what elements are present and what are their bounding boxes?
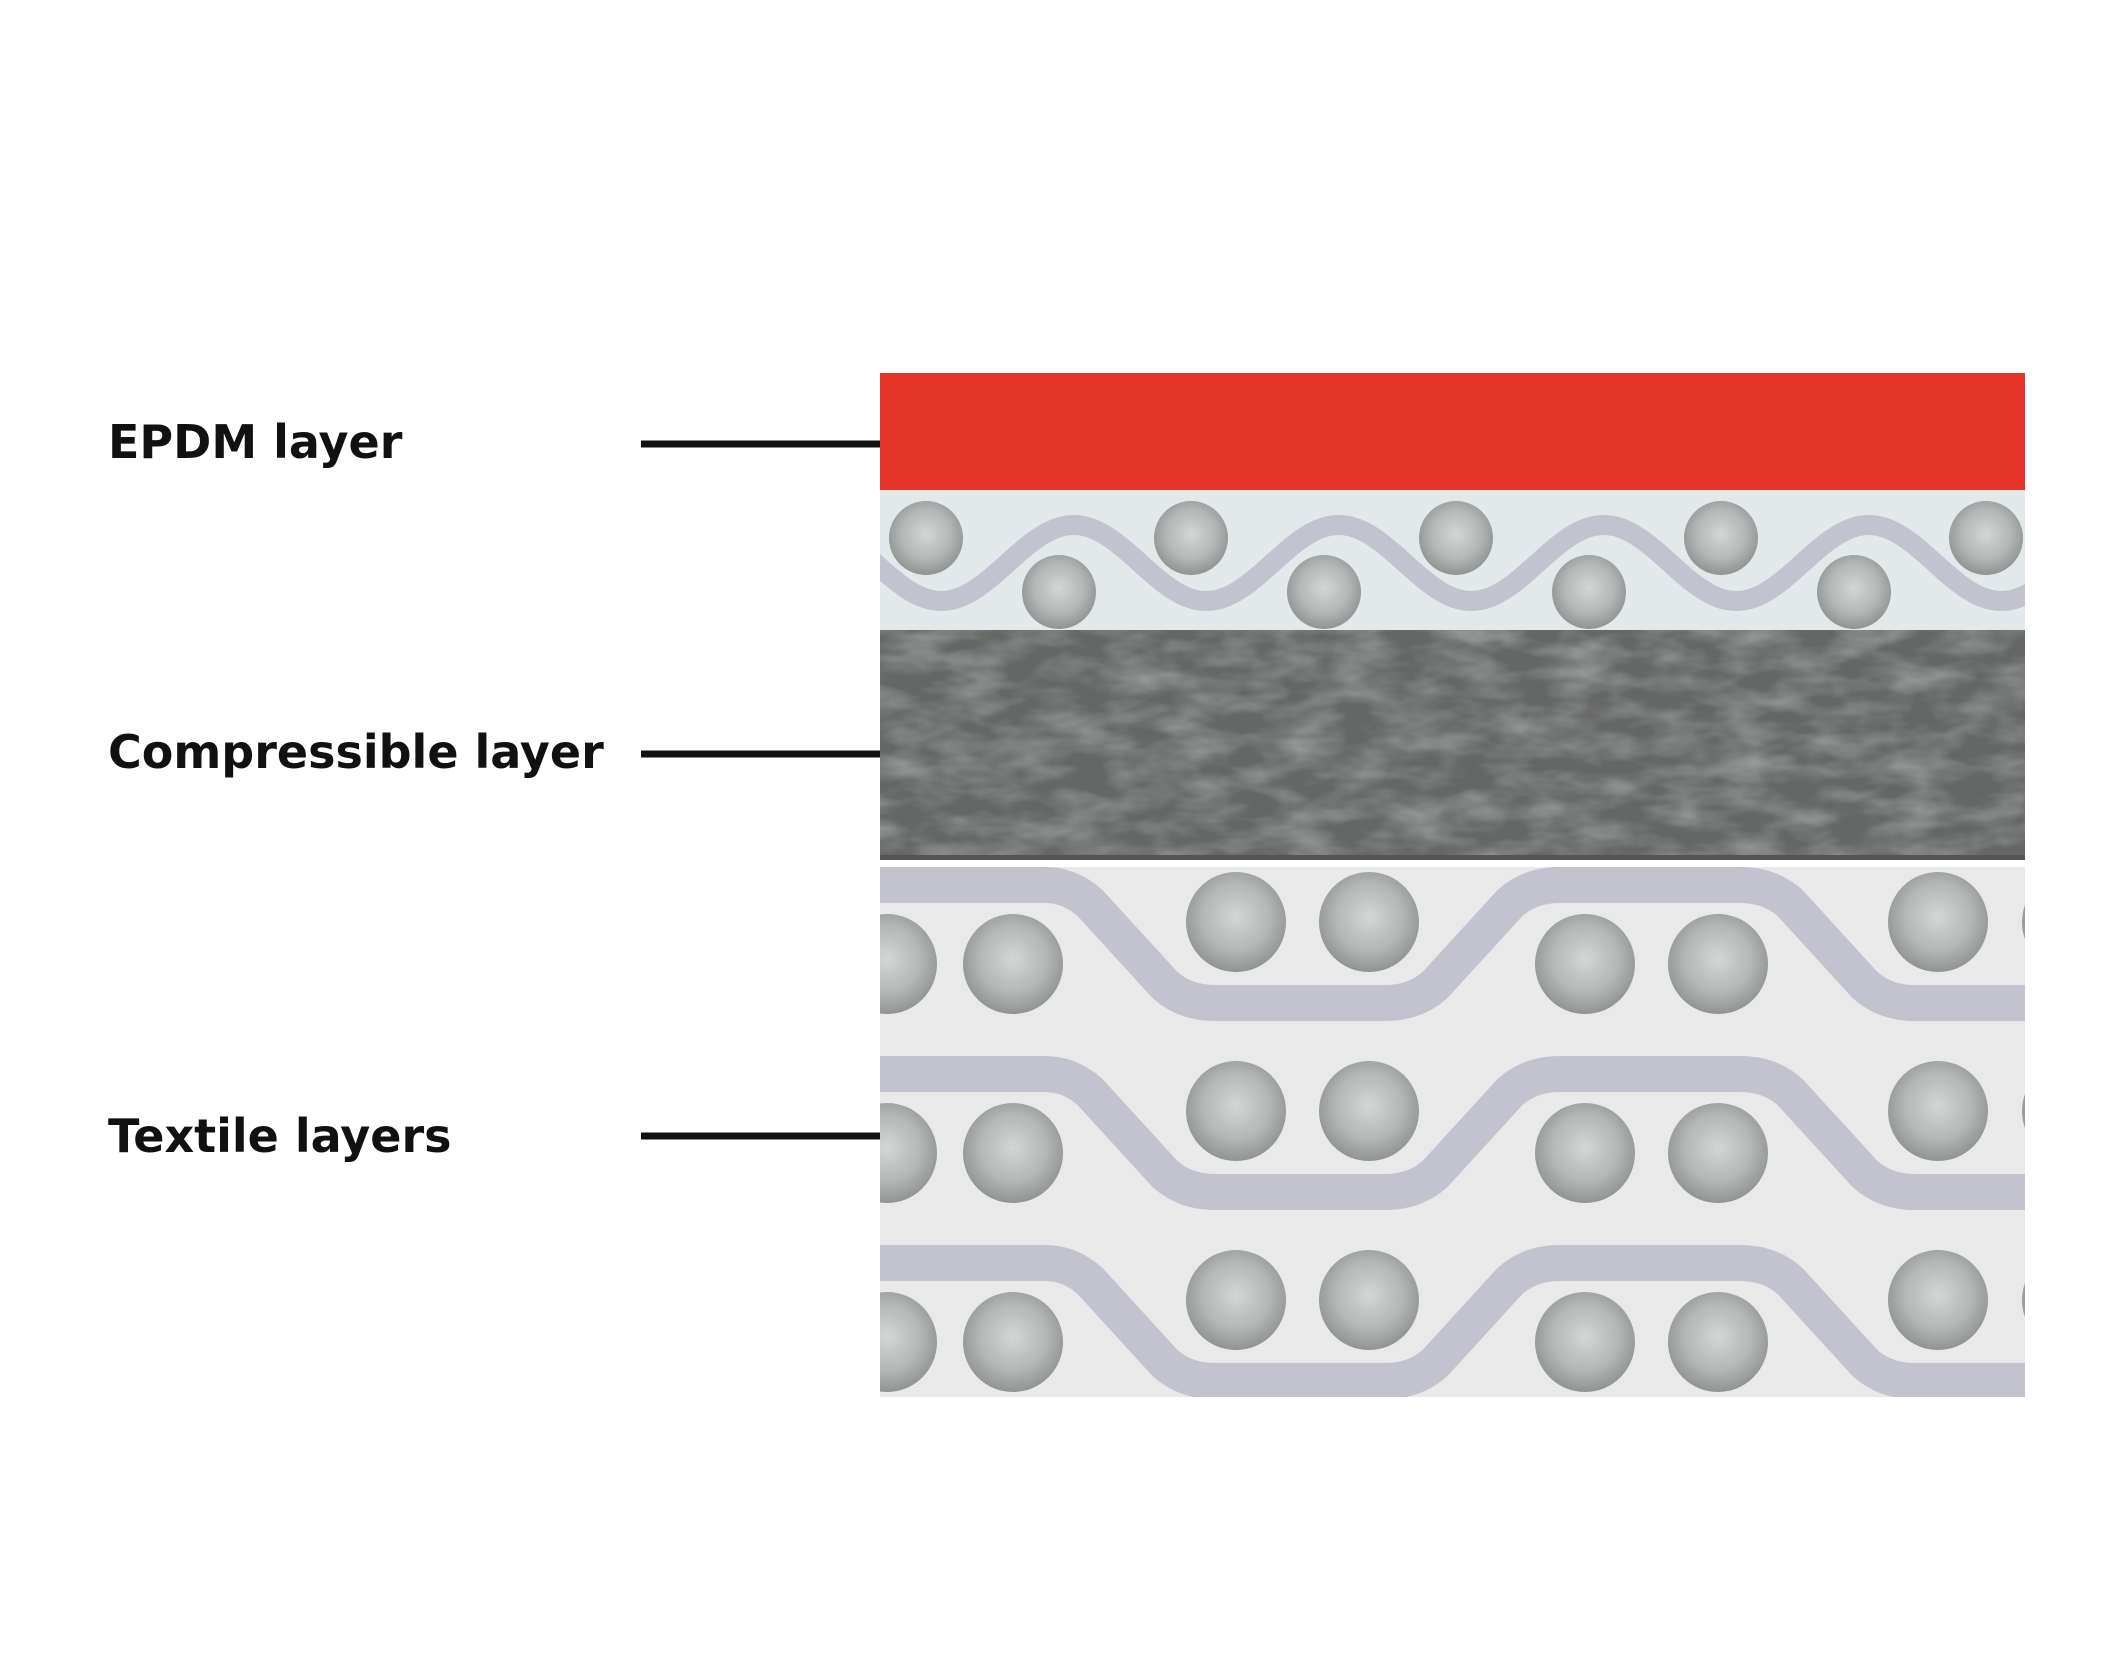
textile-fiber: [2022, 1093, 2025, 1129]
textile-fiber: [1319, 1250, 1419, 1350]
fine-weave-fibers: [889, 501, 2023, 629]
textile-yarn: [880, 867, 2025, 1021]
textile-row: [880, 1056, 2025, 1210]
fine-fiber: [1817, 555, 1891, 629]
label-textile-layers: Textile layers: [108, 1109, 452, 1163]
textile-fiber: [880, 914, 937, 1014]
textile-fiber: [1186, 1061, 1286, 1161]
textile-fiber: [1186, 872, 1286, 972]
textile-fiber: [1535, 1292, 1635, 1392]
epdm-layer: [880, 373, 2025, 490]
textile-rows: [880, 867, 2025, 1397]
textile-fiber: [1535, 914, 1635, 1014]
label-epdm-layer: EPDM layer: [108, 415, 403, 469]
textile-fiber: [1186, 1250, 1286, 1350]
textile-fiber: [1888, 1061, 1988, 1161]
textile-fiber: [2022, 904, 2025, 940]
textile-fiber: [2022, 1282, 2025, 1318]
textile-fiber: [1668, 914, 1768, 1014]
textile-fiber: [1319, 1061, 1419, 1161]
textile-layers: [880, 867, 2025, 1397]
textile-fiber: [963, 1103, 1063, 1203]
fine-fiber: [1684, 501, 1758, 575]
fine-fiber: [1419, 501, 1493, 575]
textile-yarn: [880, 1056, 2025, 1210]
textile-row: [880, 1245, 2025, 1397]
label-compressible-layer: Compressible layer: [108, 725, 604, 779]
fine-fiber: [889, 501, 963, 575]
textile-fiber: [880, 1103, 937, 1203]
fine-fiber: [1154, 501, 1228, 575]
textile-fiber: [1319, 872, 1419, 972]
compressible-layer: [880, 630, 2025, 860]
fine-weave-yarn: [880, 514, 2025, 612]
fine-fiber: [1552, 555, 1626, 629]
textile-row: [880, 867, 2025, 1021]
fine-weave-layer: [880, 490, 2025, 630]
fine-fiber: [1287, 555, 1361, 629]
textile-fiber: [1668, 1292, 1768, 1392]
textile-fiber: [1888, 1250, 1988, 1350]
textile-fiber: [963, 914, 1063, 1014]
fine-fiber: [1022, 555, 1096, 629]
textile-fiber: [1535, 1103, 1635, 1203]
textile-fiber: [963, 1292, 1063, 1392]
textile-fiber: [1668, 1103, 1768, 1203]
textile-fiber: [1888, 872, 1988, 972]
textile-yarn: [880, 1245, 2025, 1397]
textile-fiber: [880, 1292, 937, 1392]
fine-fiber: [1949, 501, 2023, 575]
